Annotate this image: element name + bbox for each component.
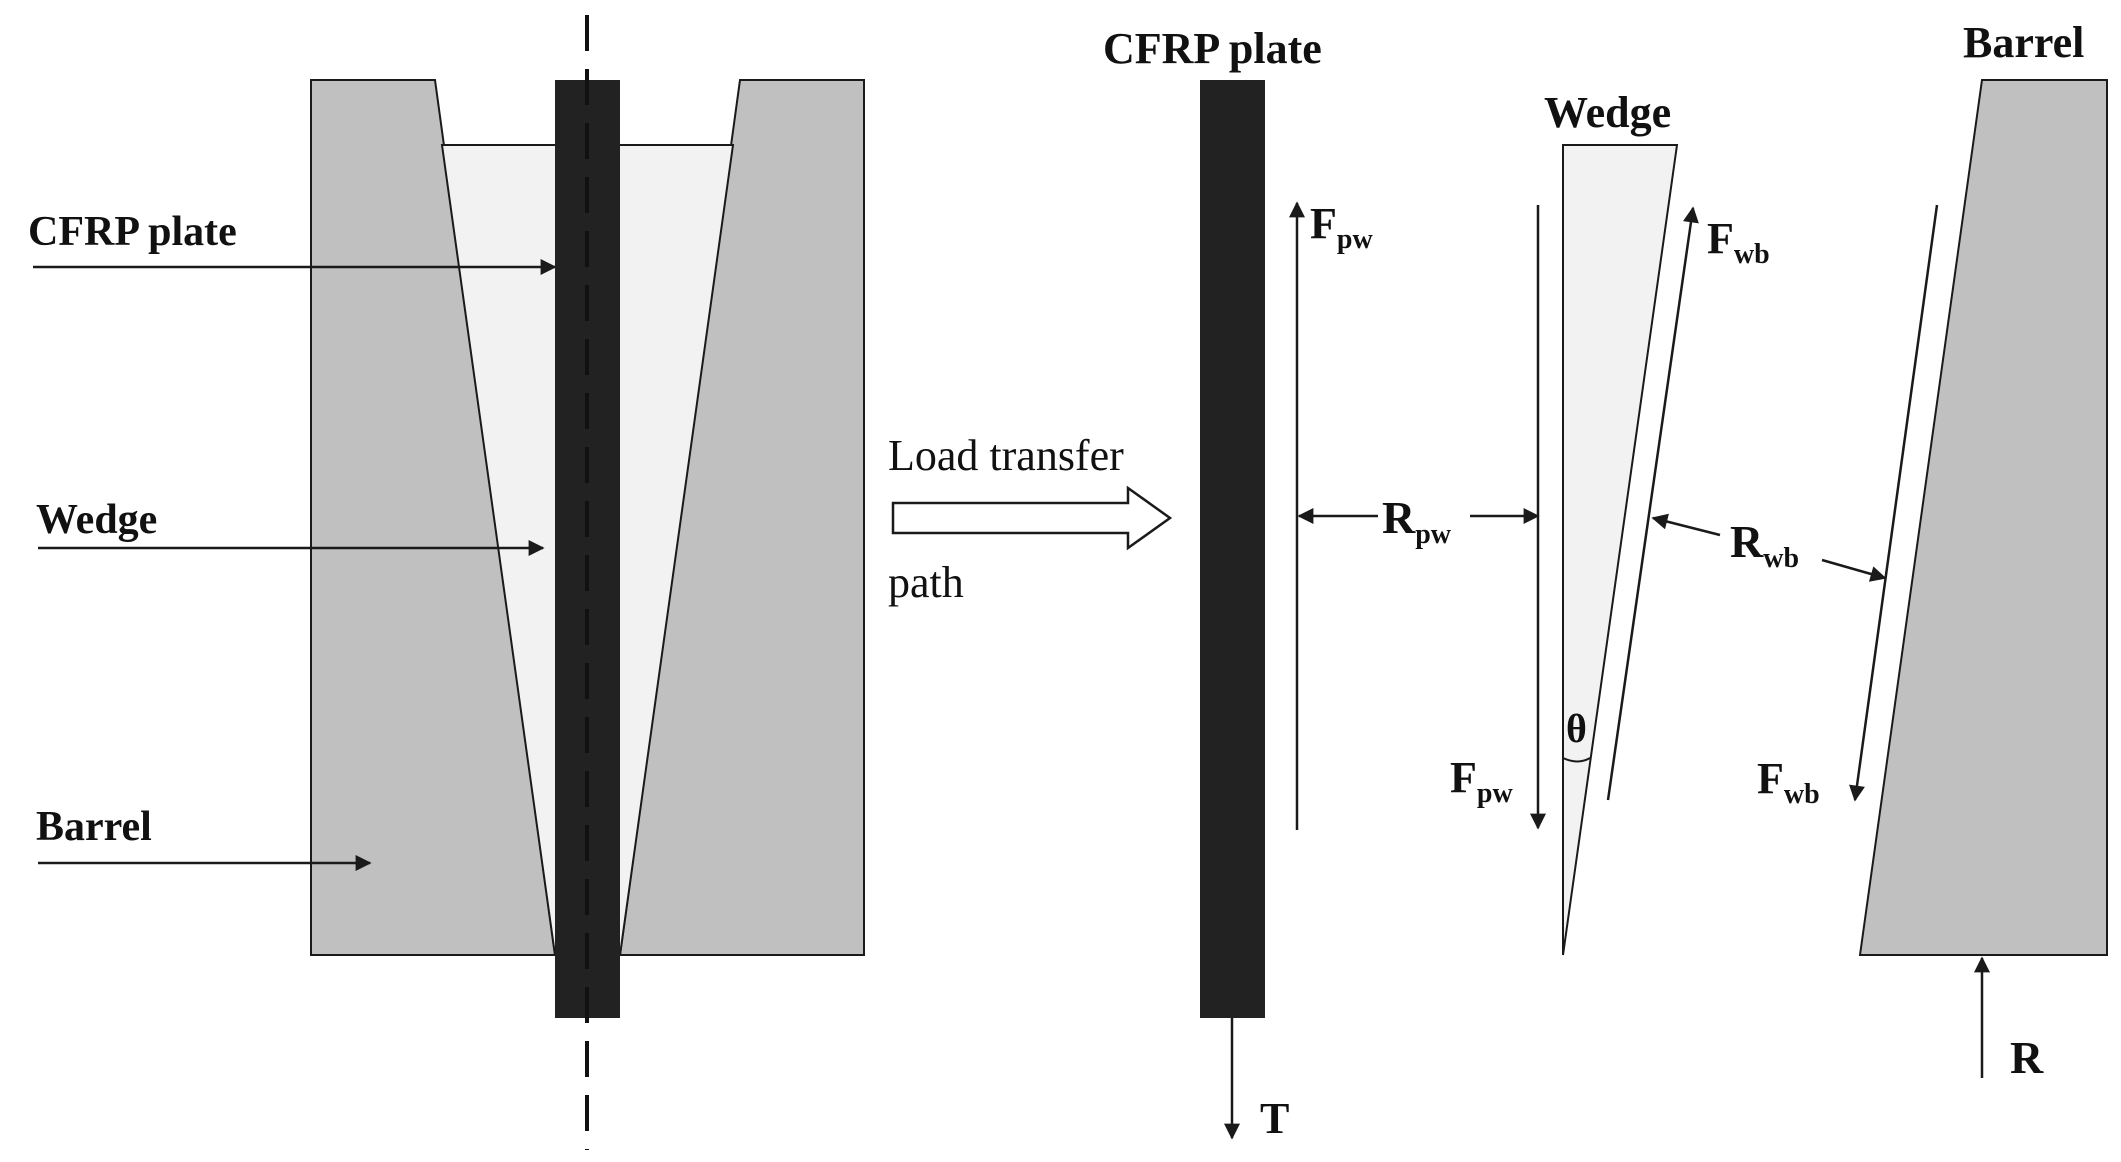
fbd-barrel-body (1858, 79, 2108, 956)
load-transfer-arrow (891, 485, 1173, 551)
fwb-wedge-label: Fwb (1707, 214, 1770, 270)
fpw-wedge-label: Fpw (1450, 753, 1513, 809)
fbd-wedge-body (1562, 144, 1679, 956)
fwb-wedge-arrow (1606, 206, 1699, 801)
fbd-barrel (1849, 79, 2108, 1078)
fpw-plate-label: Fpw (1310, 199, 1373, 255)
r-label: R (2010, 1032, 2044, 1083)
left-barrel-label: Barrel (36, 804, 152, 850)
fwb-barrel-arrow (1849, 204, 1939, 802)
left-wedge-label: Wedge (36, 497, 157, 543)
fbd-cfrp-plate (1200, 80, 1305, 1140)
left-assembly (310, 15, 865, 1150)
rwb-arrow-right (1821, 558, 1887, 582)
load-transfer-path-label: path (888, 558, 964, 607)
rpw-label: Rpw (1382, 492, 1452, 550)
left-pointers (33, 259, 557, 871)
theta-label: θ (1566, 706, 1587, 751)
theta-arc (1562, 757, 1591, 763)
rwb-label: Rwb (1730, 516, 1799, 574)
load-transfer-label: Load transfer (888, 431, 1124, 480)
fwb-barrel-label: Fwb (1757, 754, 1820, 810)
right-barrel-label: Barrel (1963, 18, 2084, 67)
fbd-wedge (1530, 144, 1699, 956)
t-label: T (1260, 1094, 1289, 1143)
right-wedge-label: Wedge (1544, 88, 1671, 137)
left-cfrp-plate (555, 80, 620, 1018)
rwb-arrow-left (1651, 513, 1721, 537)
right-cfrp-label: CFRP plate (1103, 24, 1322, 73)
fbd-cfrp-plate-body (1200, 80, 1265, 1018)
left-cfrp-label: CFRP plate (28, 209, 237, 255)
